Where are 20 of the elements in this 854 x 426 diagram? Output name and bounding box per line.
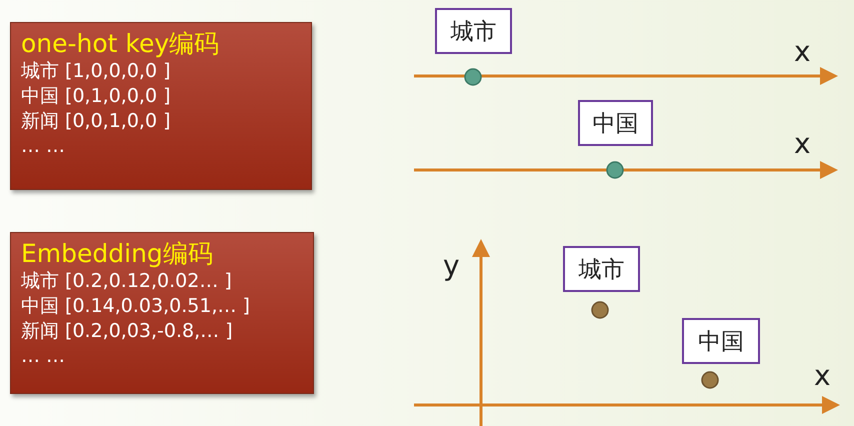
encoding-card <box>10 22 312 190</box>
vector-row: 城市 [1,0,0,0,0 ] <box>21 59 171 84</box>
vector-row: 新闻 [0,0,1,0,0 ] <box>21 109 171 134</box>
encoding-card <box>10 232 314 394</box>
vector-row: … … <box>21 134 66 159</box>
vector-row: 城市 [0.2,0.12,0.02… ] <box>21 269 232 294</box>
vector-row: 中国 [0.14,0.03,0.51,… ] <box>21 294 250 319</box>
axis-label: y <box>443 252 460 280</box>
card-heading: Embedding编码 <box>21 239 213 269</box>
vector-row: 新闻 [0.2,0,03,-0.8,… ] <box>21 319 233 344</box>
vector-row: 中国 [0,1,0,0,0 ] <box>21 84 171 109</box>
word-box: 中国 <box>578 100 653 146</box>
vector-row: … … <box>21 344 66 369</box>
word-box: 中国 <box>682 318 760 364</box>
axis-label: x <box>794 38 811 66</box>
axis-label: x <box>794 130 811 158</box>
axis-label: x <box>814 362 831 390</box>
word-box: 城市 <box>435 8 512 54</box>
card-heading: one-hot key编码 <box>21 29 220 59</box>
word-box: 城市 <box>563 246 640 292</box>
